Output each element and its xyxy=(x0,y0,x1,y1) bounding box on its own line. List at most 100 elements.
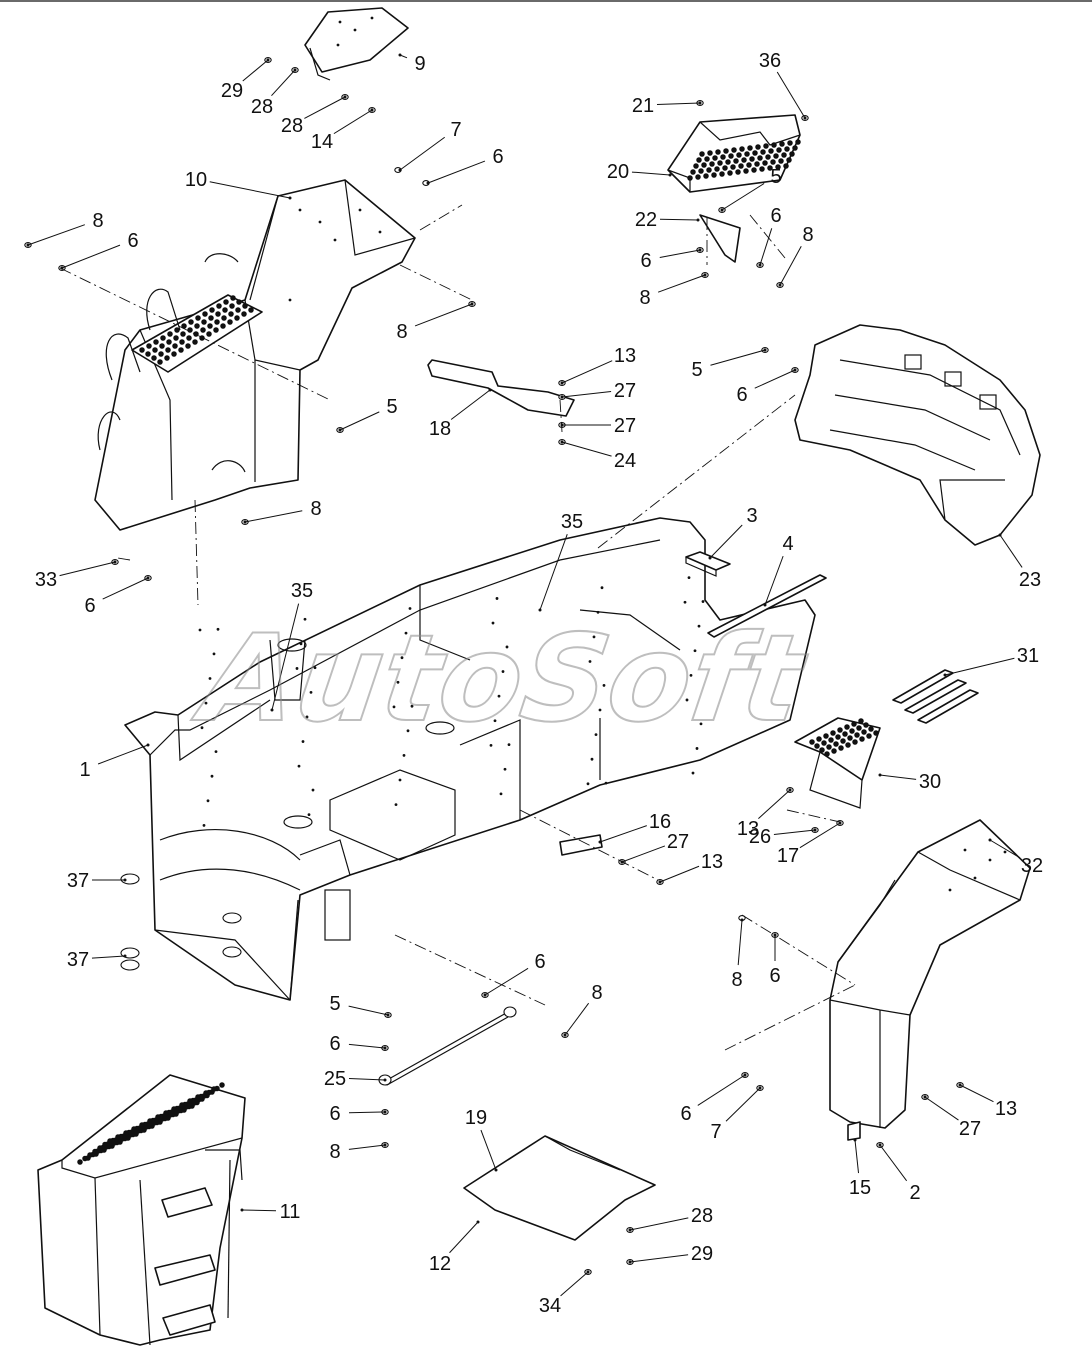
perforation-hole xyxy=(147,1118,153,1124)
part-25-rod xyxy=(378,1006,517,1086)
perforation-hole xyxy=(773,153,779,159)
callout-c27b: 27 xyxy=(614,415,636,437)
leader-line-c6a xyxy=(427,160,486,184)
callout-c18: 18 xyxy=(429,418,451,440)
callout-c3: 3 xyxy=(746,505,757,527)
perforation-hole xyxy=(159,343,165,349)
leader-line-c6i xyxy=(348,1043,386,1049)
perforation-hole xyxy=(847,735,853,741)
leader-tip-c5b xyxy=(720,208,724,212)
callout-c10: 10 xyxy=(185,169,207,191)
perforation-hole xyxy=(725,159,731,165)
frame-hole xyxy=(392,705,396,709)
perforation-hole xyxy=(747,145,753,151)
leader-line-c1 xyxy=(97,744,149,765)
leader-tip-c8g xyxy=(740,918,744,922)
perforation-hole xyxy=(792,145,798,151)
perforation-hole xyxy=(241,311,247,317)
perforation-hole xyxy=(701,162,707,168)
frame-hole xyxy=(402,754,406,757)
perforation-hole xyxy=(819,747,825,753)
frame-hole xyxy=(208,677,212,680)
leader-line-c36 xyxy=(776,71,806,119)
leader-tip-c8f xyxy=(563,1033,567,1037)
perforation-hole xyxy=(770,159,776,165)
frame-hole xyxy=(691,771,695,775)
perforation-hole xyxy=(738,163,744,169)
leader-tip-c27b xyxy=(560,423,564,427)
perforation-hole xyxy=(234,315,240,321)
leader-line-c8h xyxy=(348,1144,386,1150)
perforation-hole xyxy=(746,162,752,168)
perforation-hole xyxy=(157,359,163,365)
perforation-hole xyxy=(809,739,815,745)
callout-c27d: 27 xyxy=(959,1118,981,1140)
frame-hole xyxy=(596,610,600,614)
perforation-hole xyxy=(783,163,789,169)
perforation-hole xyxy=(171,1106,177,1112)
leader-line-c6j xyxy=(348,1111,386,1114)
perforation-hole xyxy=(151,355,157,361)
leader-tip-c7a xyxy=(398,168,402,172)
callout-c14: 14 xyxy=(311,131,333,153)
perforation-hole xyxy=(786,157,792,163)
leader-tip-c23 xyxy=(998,533,1002,537)
callout-c28a: 28 xyxy=(251,96,273,118)
leader-tip-c27c xyxy=(620,860,624,864)
leader-line-c8c xyxy=(244,510,303,523)
perforation-hole xyxy=(767,165,773,171)
leader-tip-c34 xyxy=(586,1270,590,1274)
frame-hole xyxy=(701,600,705,603)
leader-tip-c36 xyxy=(803,116,807,120)
perforation-hole xyxy=(229,303,235,309)
perforation-hole xyxy=(97,1145,103,1151)
leader-line-c3 xyxy=(709,524,743,559)
perforation-hole xyxy=(92,1148,98,1155)
perforation-hole xyxy=(778,158,784,164)
leader-tip-c5a xyxy=(338,428,342,432)
perforation-hole xyxy=(167,331,173,337)
callout-c26: 26 xyxy=(749,826,771,848)
leader-line-c27a xyxy=(561,391,612,398)
callout-c2: 2 xyxy=(909,1182,920,1204)
leader-tip-c8d xyxy=(778,283,782,287)
leader-line-c4 xyxy=(764,555,784,606)
callout-c23: 23 xyxy=(1019,569,1041,591)
perforation-hole xyxy=(768,148,774,154)
leader-tip-c6j xyxy=(383,1110,387,1114)
frame-hole xyxy=(404,631,408,635)
perforation-hole xyxy=(221,315,227,321)
leader-tip-c13a xyxy=(560,381,564,385)
leader-tip-c6a xyxy=(426,181,430,185)
frame-hole xyxy=(307,813,311,817)
perforation-hole xyxy=(814,743,820,749)
callout-c27a: 27 xyxy=(614,380,636,402)
callout-c6j: 6 xyxy=(329,1103,340,1125)
callout-c1: 1 xyxy=(79,759,90,781)
perforation-hole xyxy=(208,315,214,321)
perforation-hole xyxy=(187,327,193,333)
frame-hole xyxy=(489,743,493,747)
frame-hole xyxy=(400,656,404,660)
perforation-hole xyxy=(219,1082,225,1088)
perforation-hole xyxy=(248,307,254,313)
leader-line-c15 xyxy=(854,1139,860,1174)
frame-hole xyxy=(505,645,509,649)
perforation-hole xyxy=(214,319,220,325)
leader-line-c35a xyxy=(539,534,568,611)
perforation-hole xyxy=(699,151,705,157)
perforation-hole xyxy=(845,742,851,748)
leader-tip-c15 xyxy=(853,1138,857,1142)
leader-line-c10 xyxy=(209,181,291,199)
perforation-hole xyxy=(155,1114,161,1120)
leader-line-c37b xyxy=(91,955,126,959)
leader-line-c6k xyxy=(697,1074,746,1106)
leader-tip-c8e xyxy=(703,273,707,277)
callout-c6c: 6 xyxy=(84,595,95,617)
leader-line-c6b xyxy=(61,244,121,269)
perforation-hole xyxy=(171,351,177,357)
leader-line-c12 xyxy=(449,1221,479,1254)
leader-tip-c4 xyxy=(763,603,767,607)
perforation-hole xyxy=(779,141,785,147)
